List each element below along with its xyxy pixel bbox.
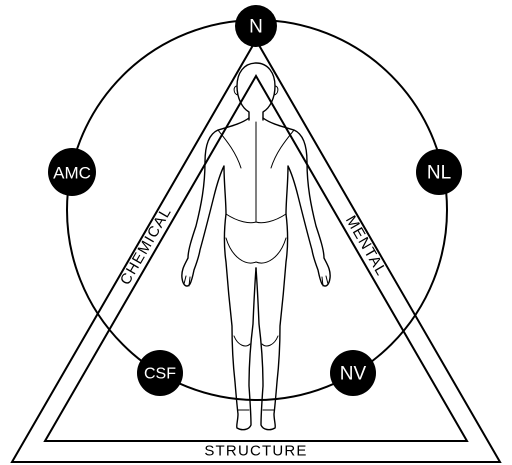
human-figure-back-view [181,62,331,431]
node-amc-circle [48,148,96,196]
triangle-outer [10,38,502,463]
side-label-chemical: CHEMICAL [117,204,175,288]
node-csf-label: CSF [144,366,176,383]
node-nv-label: NV [340,364,367,385]
node-amc-label: AMC [53,164,91,183]
node-nl-label: NL [427,163,451,184]
node-nl-circle [416,149,462,195]
side-label-structure: STRUCTURE [204,443,307,460]
node-n-circle [235,5,277,47]
node-n: N [235,5,277,47]
node-csf-circle [137,350,183,396]
node-nv-circle [330,350,376,396]
node-n-label: N [249,17,263,38]
node-amc: AMC [48,148,96,196]
node-csf: CSF [137,350,183,396]
side-label-mental: MENTAL [342,213,390,279]
node-nl: NL [416,149,462,195]
node-nv: NV [330,350,376,396]
triangle-inner [43,74,469,442]
